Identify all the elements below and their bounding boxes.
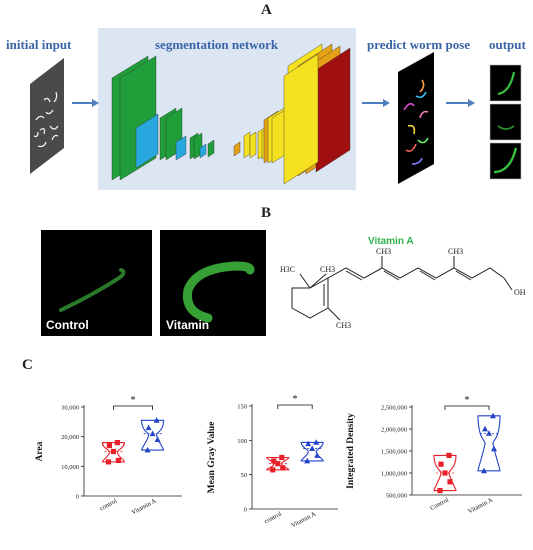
- data-point: [106, 442, 112, 449]
- predict-pose-label: predict worm pose: [367, 37, 471, 52]
- x-tick-label: Control: [429, 497, 450, 513]
- data-point: [313, 439, 320, 445]
- data-point: [149, 430, 156, 437]
- data-point: [486, 430, 492, 436]
- atom-label: CH3: [320, 265, 335, 274]
- y-tick-label: 500,000: [386, 493, 407, 500]
- significance-bracket: [444, 405, 490, 410]
- data-point: [481, 467, 487, 474]
- violin-outline: [477, 415, 501, 472]
- data-point: [442, 470, 448, 476]
- data-point: [144, 446, 151, 453]
- x-tick-label: control: [263, 510, 283, 525]
- data-point: [447, 479, 453, 485]
- panel-a-graphics: [30, 43, 522, 185]
- data-point: [438, 461, 444, 467]
- data-point: [437, 488, 443, 494]
- panel-letter-c: C: [22, 357, 33, 373]
- significance-marker: *: [465, 395, 470, 406]
- y-tick-label: 30,000: [61, 405, 79, 412]
- x-tick-label: Vitamin A: [290, 510, 317, 529]
- data-point: [446, 452, 452, 458]
- data-point: [490, 412, 496, 419]
- data-point: [154, 436, 161, 443]
- data-point: [304, 457, 311, 464]
- violin-outline: [433, 454, 457, 492]
- control-caption: Control: [46, 318, 89, 332]
- data-point: [280, 465, 286, 471]
- vitamin-a-structure: H3C CH3 CH3 CH3 CH3 OH: [280, 248, 526, 330]
- y-tick-label: 1,000,000: [381, 471, 407, 478]
- output-images: [489, 64, 522, 180]
- significance-bracket: [277, 404, 313, 409]
- y-tick-label: 0: [244, 507, 247, 514]
- data-point: [279, 454, 285, 461]
- control-worm: [59, 268, 126, 312]
- y-tick-label: 50: [241, 472, 248, 479]
- data-point: [275, 461, 281, 467]
- x-tick-label: Vitamin A: [131, 497, 158, 516]
- significance-bracket: [113, 405, 153, 410]
- atom-label: H3C: [280, 265, 295, 274]
- pose-image: [398, 52, 434, 184]
- data-point: [491, 445, 497, 452]
- data-point: [309, 445, 316, 451]
- data-point: [271, 458, 277, 464]
- data-point: [110, 448, 116, 455]
- significance-marker: *: [293, 394, 298, 405]
- vitamin-image: [160, 230, 266, 336]
- molecule-title: Vitamin A: [368, 236, 414, 247]
- significance-marker: *: [131, 395, 136, 406]
- y-tick-label: 0: [76, 494, 79, 501]
- y-tick-label: 20,000: [61, 434, 79, 441]
- data-point: [105, 459, 111, 465]
- arrow-2-icon: [362, 99, 390, 107]
- y-tick-label: 1,500,000: [381, 449, 407, 456]
- violin-outline: [101, 442, 125, 463]
- y-tick-label: 2,000,000: [381, 427, 407, 434]
- initial-input-image: [30, 58, 64, 174]
- control-image: [41, 230, 152, 336]
- data-point: [145, 424, 152, 431]
- panel-letter-b: B: [261, 205, 272, 221]
- x-tick-label: control: [99, 497, 119, 512]
- data-point: [114, 440, 120, 446]
- atom-label: OH: [514, 288, 526, 297]
- violin-outline: [300, 441, 324, 462]
- arrow-3-icon: [446, 99, 475, 107]
- y-tick-label: 2,500,000: [381, 405, 407, 412]
- initial-input-label: initial input: [6, 37, 72, 52]
- segmentation-network-label: segmentation network: [155, 37, 279, 52]
- y-axis-label: Mean Gray Value: [207, 422, 217, 494]
- atom-label: CH3: [376, 248, 391, 256]
- data-point: [305, 440, 312, 447]
- data-point: [270, 467, 276, 473]
- arrow-1-icon: [72, 99, 99, 107]
- atom-label: CH3: [448, 248, 463, 256]
- data-point: [314, 452, 321, 458]
- output-label: output: [489, 37, 526, 52]
- data-point: [153, 417, 160, 423]
- y-tick-label: 150: [237, 404, 247, 411]
- atom-label: CH3: [336, 321, 351, 330]
- unet-layers: [111, 43, 351, 185]
- data-point: [115, 457, 121, 463]
- vitamin-caption: Vitamin: [166, 318, 210, 332]
- y-tick-label: 10,000: [61, 464, 79, 471]
- x-tick-label: Vitamin A: [467, 496, 494, 515]
- y-axis-label: Area: [35, 441, 45, 461]
- y-tick-label: 100: [237, 438, 247, 445]
- data-point: [482, 425, 488, 432]
- panel-letter-a: A: [261, 2, 272, 18]
- vitamin-worm: [182, 261, 255, 323]
- y-axis-label: Integrated Density: [346, 413, 356, 489]
